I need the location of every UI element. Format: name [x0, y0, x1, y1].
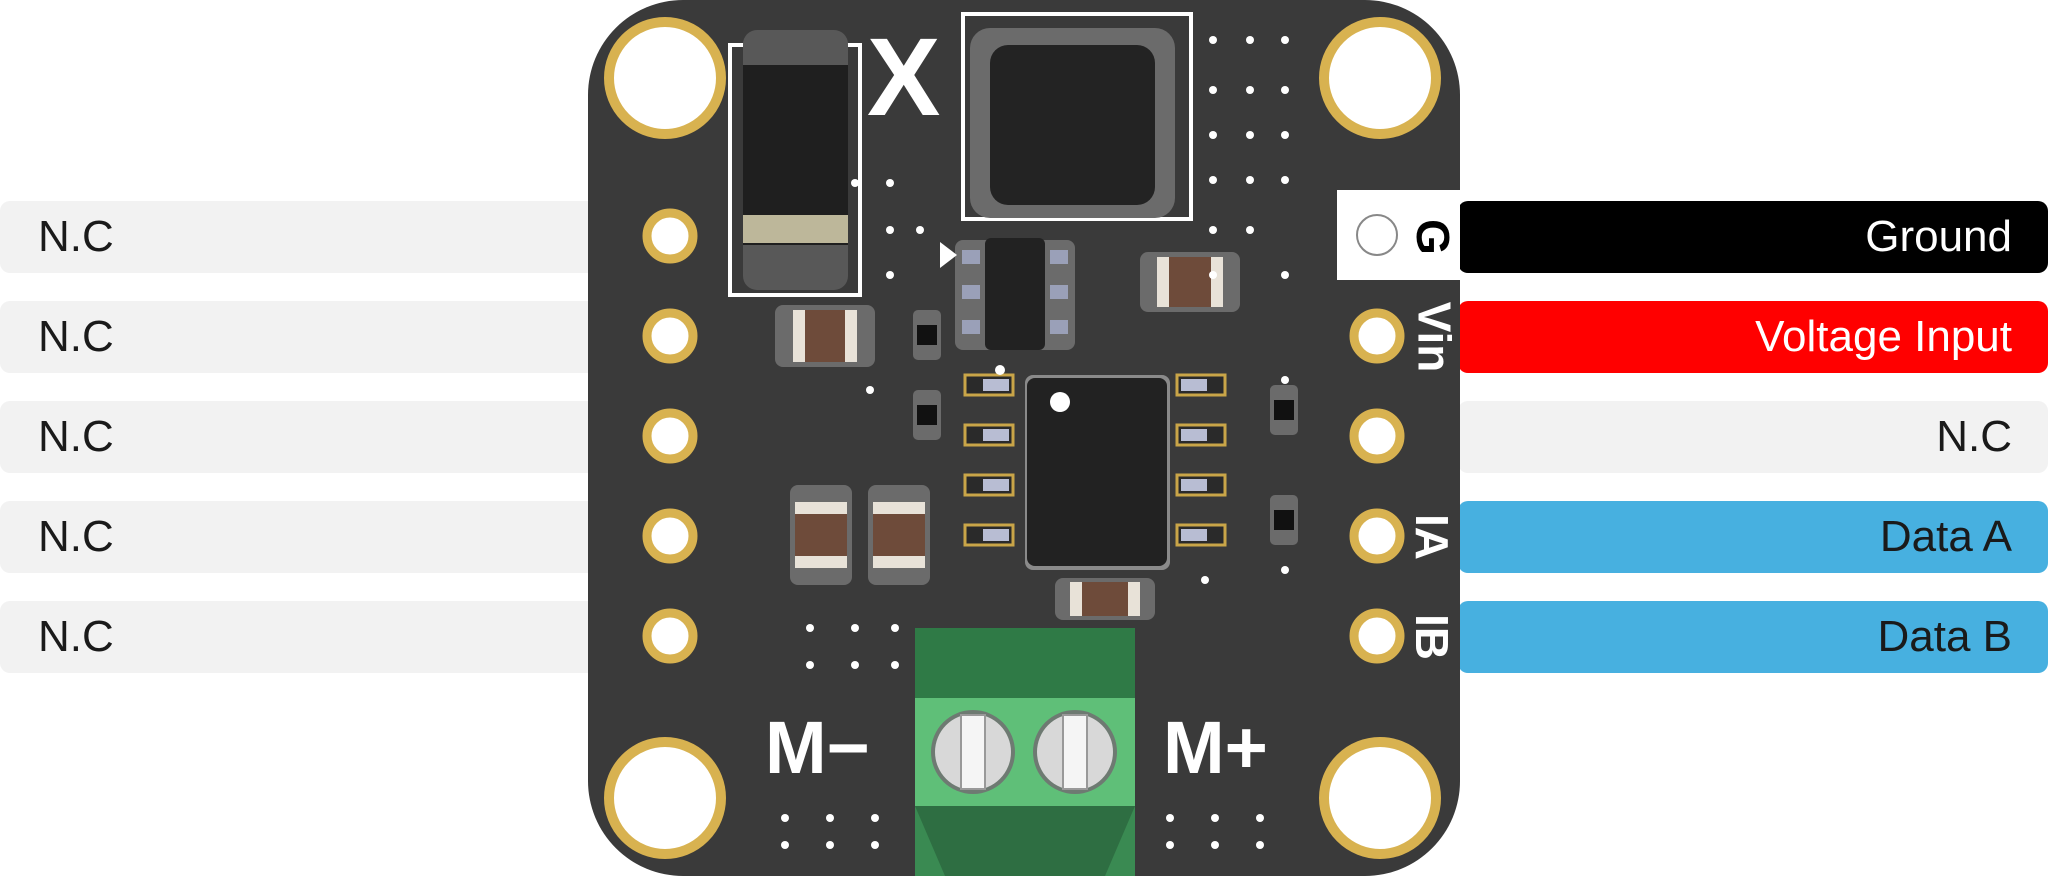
inductor-body [990, 45, 1155, 205]
regulator-chip [985, 238, 1045, 350]
screw-terminal [915, 628, 1135, 876]
motor-minus-label: M− [765, 706, 870, 789]
right-pin-label-data-a: Data A [1458, 501, 2048, 573]
right-pin-label-data-b: Data B [1458, 601, 2048, 673]
vias [781, 36, 1289, 849]
inductor-mark: X [867, 16, 940, 139]
diode-band [743, 215, 848, 243]
ground-pad-circle [1356, 214, 1398, 256]
right-pin-pads [1349, 308, 1405, 664]
pin-label-ib: IB [1406, 614, 1458, 660]
board-illustration: X [588, 0, 1460, 876]
left-pin-label-3: N.C [0, 401, 600, 473]
motor-driver-board: X [585, 0, 1460, 876]
left-pin-label-2: N.C [0, 301, 600, 373]
driver-ic [963, 373, 1227, 570]
pin-label-g: G [1406, 219, 1459, 255]
inductor-outline [961, 12, 1193, 221]
left-pin-label-1: N.C [0, 201, 600, 273]
pin-label-vin: Vin [1408, 301, 1461, 373]
right-pin-label-nc: N.C [1458, 401, 2048, 473]
left-pin-label-5: N.C [0, 601, 600, 673]
right-pin-label-ground: Ground [1458, 201, 2048, 273]
regulator-leads [962, 250, 1068, 334]
mounting-holes [604, 17, 1441, 859]
small-smd-parts [913, 310, 1298, 545]
left-pin-label-4: N.C [0, 501, 600, 573]
left-pin-pads [642, 208, 698, 664]
capacitors [775, 252, 1240, 620]
pin-label-ia: IA [1406, 514, 1458, 560]
right-pin-label-vin: Voltage Input [1458, 301, 2048, 373]
motor-plus-label: M+ [1163, 706, 1268, 789]
